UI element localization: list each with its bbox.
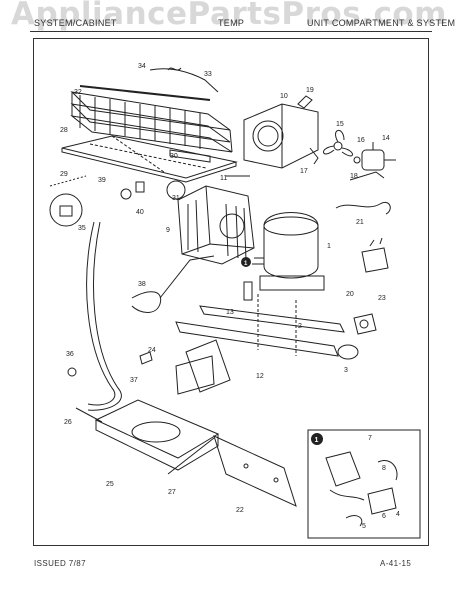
callout-13: 13 [226,309,234,316]
process-tube [159,255,215,299]
inset-marker [311,433,323,445]
callout-19: 19 [306,87,314,94]
callout-38: 38 [138,281,146,288]
callout-21: 21 [356,219,364,226]
overload-protector [353,313,377,335]
callout-37: 37 [130,377,138,384]
header-left: SYSTEM/CABINET [34,18,117,28]
callout-25: 25 [106,481,114,488]
callout-3: 3 [344,367,348,374]
clip-small [135,181,145,193]
callout-28: 28 [60,127,68,134]
bracket-small [297,95,313,109]
callout-29: 29 [60,171,68,178]
fan-bracket [349,171,385,181]
drain-tube [149,68,219,93]
relay [361,237,389,273]
clip-24 [139,351,153,365]
callout-8: 8 [382,465,386,472]
footer-page-code: A-41-15 [380,559,412,568]
wire-loop [131,291,162,313]
drip-tray [61,135,238,183]
callout-27: 27 [168,489,176,496]
evaporator [177,185,255,265]
callout-9: 9 [166,227,170,234]
fan-shroud [243,103,319,169]
pan-rail-left [75,407,103,423]
callout-22: 22 [236,507,244,514]
callout-5: 5 [362,523,366,530]
callout-34: 34 [138,63,146,70]
watermark: AppliancePartsPros.com [11,0,447,32]
inset-marker-label: 1 [315,437,319,444]
callout-7: 7 [368,435,372,442]
fan-blade [323,130,353,157]
clip [167,67,182,71]
callout-4: 4 [396,511,400,518]
detail-marker-label: 1 [244,261,248,267]
condenser-coil [70,85,233,153]
callout-23: 23 [378,295,386,302]
callout-15: 15 [336,121,344,128]
base-support [185,339,231,393]
screw [309,147,319,165]
detail-circle [49,175,87,227]
callout-11: 11 [220,175,227,182]
callout-12: 12 [256,373,264,380]
callout-2: 2 [298,323,302,330]
callout-10: 10 [280,93,288,100]
hose-clamp [67,367,77,377]
callout-31: 31 [172,195,180,202]
detail-marker [241,257,251,267]
callout-33: 33 [204,71,212,78]
diagram-frame [33,38,429,546]
detail-circle-small [166,180,186,200]
callout-40: 40 [136,209,144,216]
callout-18: 18 [350,173,358,180]
wire-harness [335,201,391,215]
header-center: TEMP [218,18,245,28]
callout-26: 26 [64,419,72,426]
callout-17: 17 [300,168,308,175]
footer-issued: ISSUED 7/87 [34,559,86,568]
callout-6: 6 [382,513,386,520]
callout-32: 32 [74,89,82,96]
callout-39: 39 [98,177,106,184]
callout-30: 30 [170,153,178,160]
access-panel [213,435,297,507]
callout-20: 20 [346,291,354,298]
header-rule [30,31,432,32]
mounting-rails [175,294,345,357]
header-right: UNIT COMPARTMENT & SYSTEM [307,18,456,28]
callout-14: 14 [382,135,390,142]
inset-detail-box [307,429,421,539]
filter-drier [243,281,253,301]
callout-24: 24 [148,347,156,354]
callout-36: 36 [66,351,74,358]
bracket [169,149,211,163]
callout-labels: 1 2 3 4 5 6 7 8 9 10 11 12 13 14 15 16 1… [60,63,400,530]
callout-35: 35 [78,225,86,232]
drain-hose [86,221,122,411]
drain-pan [94,399,220,471]
callout-1: 1 [327,243,331,250]
grommet [337,344,359,360]
callout-16: 16 [357,137,365,144]
grommet-small [120,188,132,200]
pan-rail-right [167,437,215,475]
fan-motor [353,142,396,171]
support-plate [175,355,215,395]
compressor [252,212,325,291]
